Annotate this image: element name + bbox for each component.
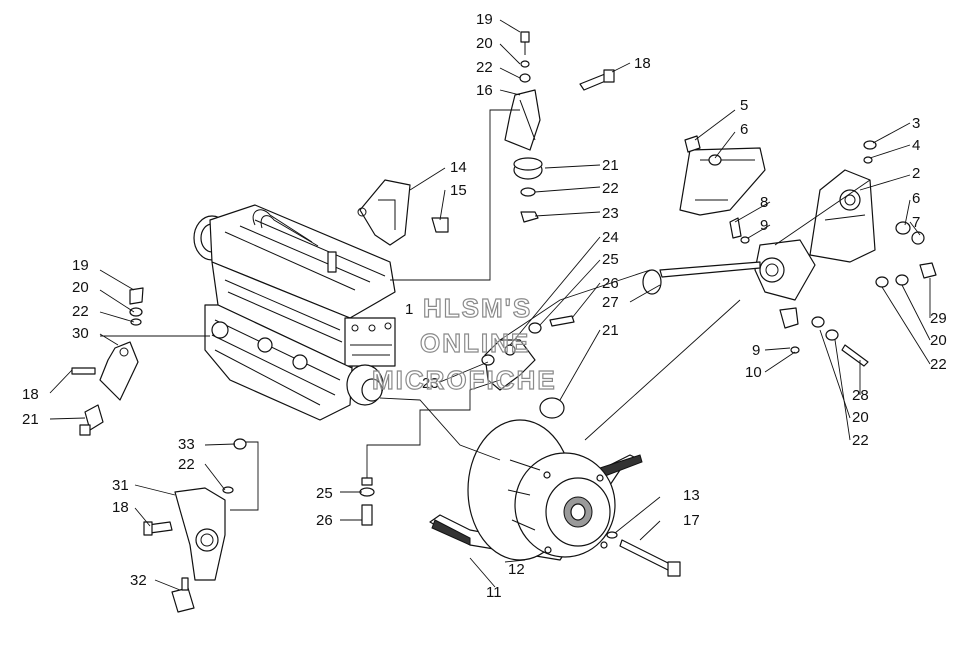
callout-26: 26 [602,275,619,292]
callout-32: 32 [130,572,147,589]
callout-19: 19 [476,11,493,28]
right-mount [642,135,937,367]
callout-20: 20 [852,409,869,426]
callout-9: 9 [752,342,760,359]
callout-8: 8 [760,194,768,211]
watermark-line-1: HLSM'S [423,293,532,323]
callout-22: 22 [930,356,947,373]
callout-30: 30 [72,325,89,342]
callout-6: 6 [912,190,920,207]
bracket-15 [357,179,449,246]
top-mount [504,31,615,223]
leader-lines [49,19,931,591]
callout-12: 12 [508,561,525,578]
callout-15: 14 [450,159,467,176]
watermark-line-2: ONLINE [420,328,530,358]
callout-28: 28 [852,387,869,404]
callout-3: 3 [912,115,920,132]
bottom-mount [143,438,247,613]
callout-22: 22 [178,456,195,473]
callout-5: 5 [740,97,748,114]
callout-25: 25 [602,251,619,268]
callout-22: 22 [72,303,89,320]
callout-24: 24 [602,229,619,246]
callout-20: 20 [930,332,947,349]
callout-33: 33 [178,436,195,453]
callout-9: 9 [760,217,768,234]
callout-14: 17 [683,512,700,529]
callout-1: 1 [405,301,413,318]
left-mount [71,287,144,436]
clutch-bolt [606,531,681,577]
engine-assembly [193,204,396,421]
callout-21: 21 [602,322,619,339]
bracket-24 [481,315,575,419]
callout-16: 15 [450,182,467,199]
callout-13: 13 [683,487,700,504]
callout-18: 18 [634,55,651,72]
callout-2: 2 [912,165,920,182]
callout-27: 27 [602,294,619,311]
loose-hardware [359,477,375,526]
callout-20: 20 [476,35,493,52]
callout-22: 22 [602,180,619,197]
callout-20: 20 [72,279,89,296]
callout-11: 11 [486,584,502,601]
callout-17: 16 [476,82,493,99]
callout-22: 22 [852,432,869,449]
callout-25: 25 [316,485,333,502]
callout-6: 6 [740,121,748,138]
callout-31: 31 [112,477,129,494]
callout-23: 23 [422,375,439,392]
callout-18: 18 [112,499,129,516]
watermark: HLSM'S ONLINE MICROFICHE [371,292,557,395]
callout-23: 23 [602,205,619,222]
callout-labels: 19 20 22 16 18 5 6 3 4 2 6 7 21 22 23 8 … [22,11,947,601]
callout-4: 4 [912,137,920,154]
callout-21: 21 [602,157,619,174]
callout-26: 26 [316,512,333,529]
drive-clutch [429,419,643,561]
callout-29: 29 [930,310,947,327]
callout-7: 7 [912,214,920,231]
callout-21: 21 [22,411,39,428]
watermark-line-3: MICROFICHE [372,365,557,395]
callout-10: 10 [745,364,762,381]
callout-19: 19 [72,257,89,274]
callout-22: 22 [476,59,493,76]
callout-18: 18 [22,386,39,403]
